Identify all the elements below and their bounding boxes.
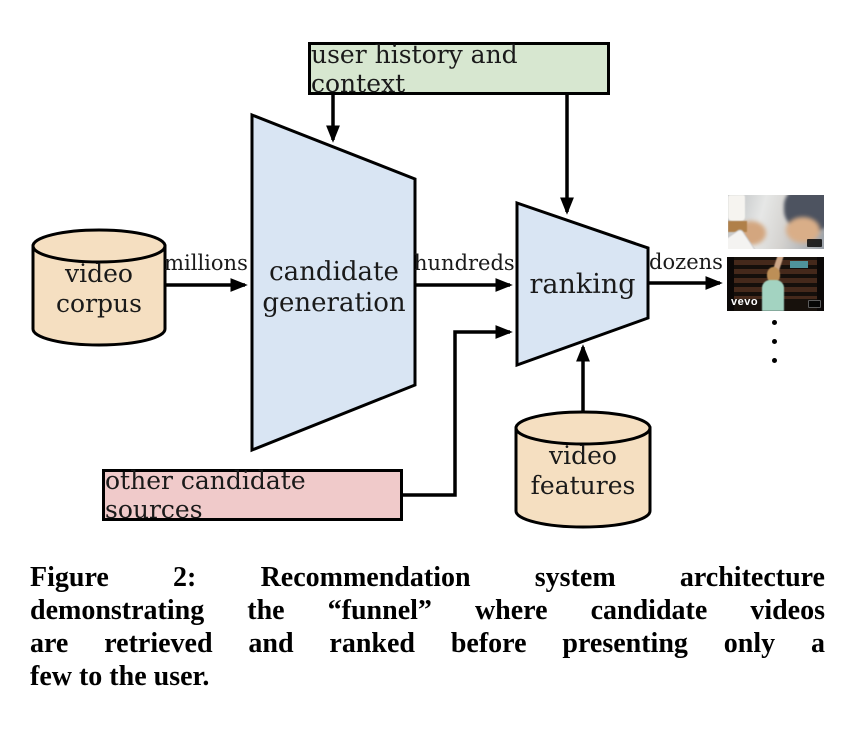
- video-thumbnail-vevo: vevo: [727, 257, 824, 311]
- sign-shape: [790, 261, 808, 268]
- duration-badge: [808, 300, 821, 308]
- coffee-cup-shape: [728, 195, 745, 221]
- video-features-cylinder: [514, 426, 652, 529]
- video-thumbnail-phone-coffee: [728, 195, 824, 249]
- caption-line: Figure 2: Recommendation system architec…: [30, 562, 825, 593]
- other-candidate-sources-box: other candidate sources: [102, 466, 403, 524]
- figure-caption: Figure 2: Recommendation system architec…: [30, 561, 825, 693]
- edge-label-millions: millions: [164, 251, 248, 275]
- edge-label-hundreds: hundreds: [414, 251, 515, 275]
- ranking-funnel: [515, 200, 650, 368]
- hand-shape: [786, 217, 820, 243]
- video-corpus-line1: video: [65, 259, 133, 288]
- vevo-logo: vevo: [731, 296, 759, 308]
- candidate-generation-line1: candidate: [269, 257, 399, 287]
- ranking-label: ranking: [529, 269, 636, 300]
- video-corpus-cylinder: [31, 244, 167, 347]
- architecture-diagram: [31, 95, 723, 529]
- candidate-generation-label: candidate generation: [253, 257, 415, 319]
- candidate-generation-funnel: [250, 112, 417, 453]
- letterbox-bar: [727, 257, 734, 311]
- video-features-line2: features: [530, 471, 636, 500]
- coffee-sleeve-shape: [728, 221, 747, 232]
- video-features-line1: video: [549, 441, 617, 470]
- caption-line: are retrieved and ranked before presenti…: [30, 628, 825, 659]
- candidate-generation-line2: generation: [262, 288, 406, 318]
- ellipsis-dot: [772, 320, 777, 325]
- other-candidate-sources-label: other candidate sources: [105, 466, 306, 524]
- user-history-box: user history and context: [308, 39, 610, 98]
- duration-badge: [807, 239, 822, 247]
- letterbox-bar: [817, 257, 824, 311]
- video-features-label: video features: [516, 441, 650, 501]
- caption-line: few to the user.: [30, 661, 210, 692]
- video-corpus-line2: corpus: [56, 289, 142, 318]
- torso-shape: [762, 280, 784, 311]
- video-features-cylinder-top: [514, 410, 652, 446]
- ellipsis-dot: [772, 339, 777, 344]
- caption-line: demonstrating the “funnel” where candida…: [30, 595, 825, 626]
- video-corpus-cylinder-top: [31, 228, 167, 264]
- edge-label-dozens: dozens: [649, 250, 723, 274]
- more-results-ellipsis: [772, 320, 777, 363]
- arrow-other-sources-to-ranking: [402, 325, 513, 497]
- user-history-label: user history and context: [311, 39, 518, 98]
- hair-shape: [767, 267, 780, 282]
- video-corpus-label: video corpus: [33, 259, 165, 319]
- ellipsis-dot: [772, 358, 777, 363]
